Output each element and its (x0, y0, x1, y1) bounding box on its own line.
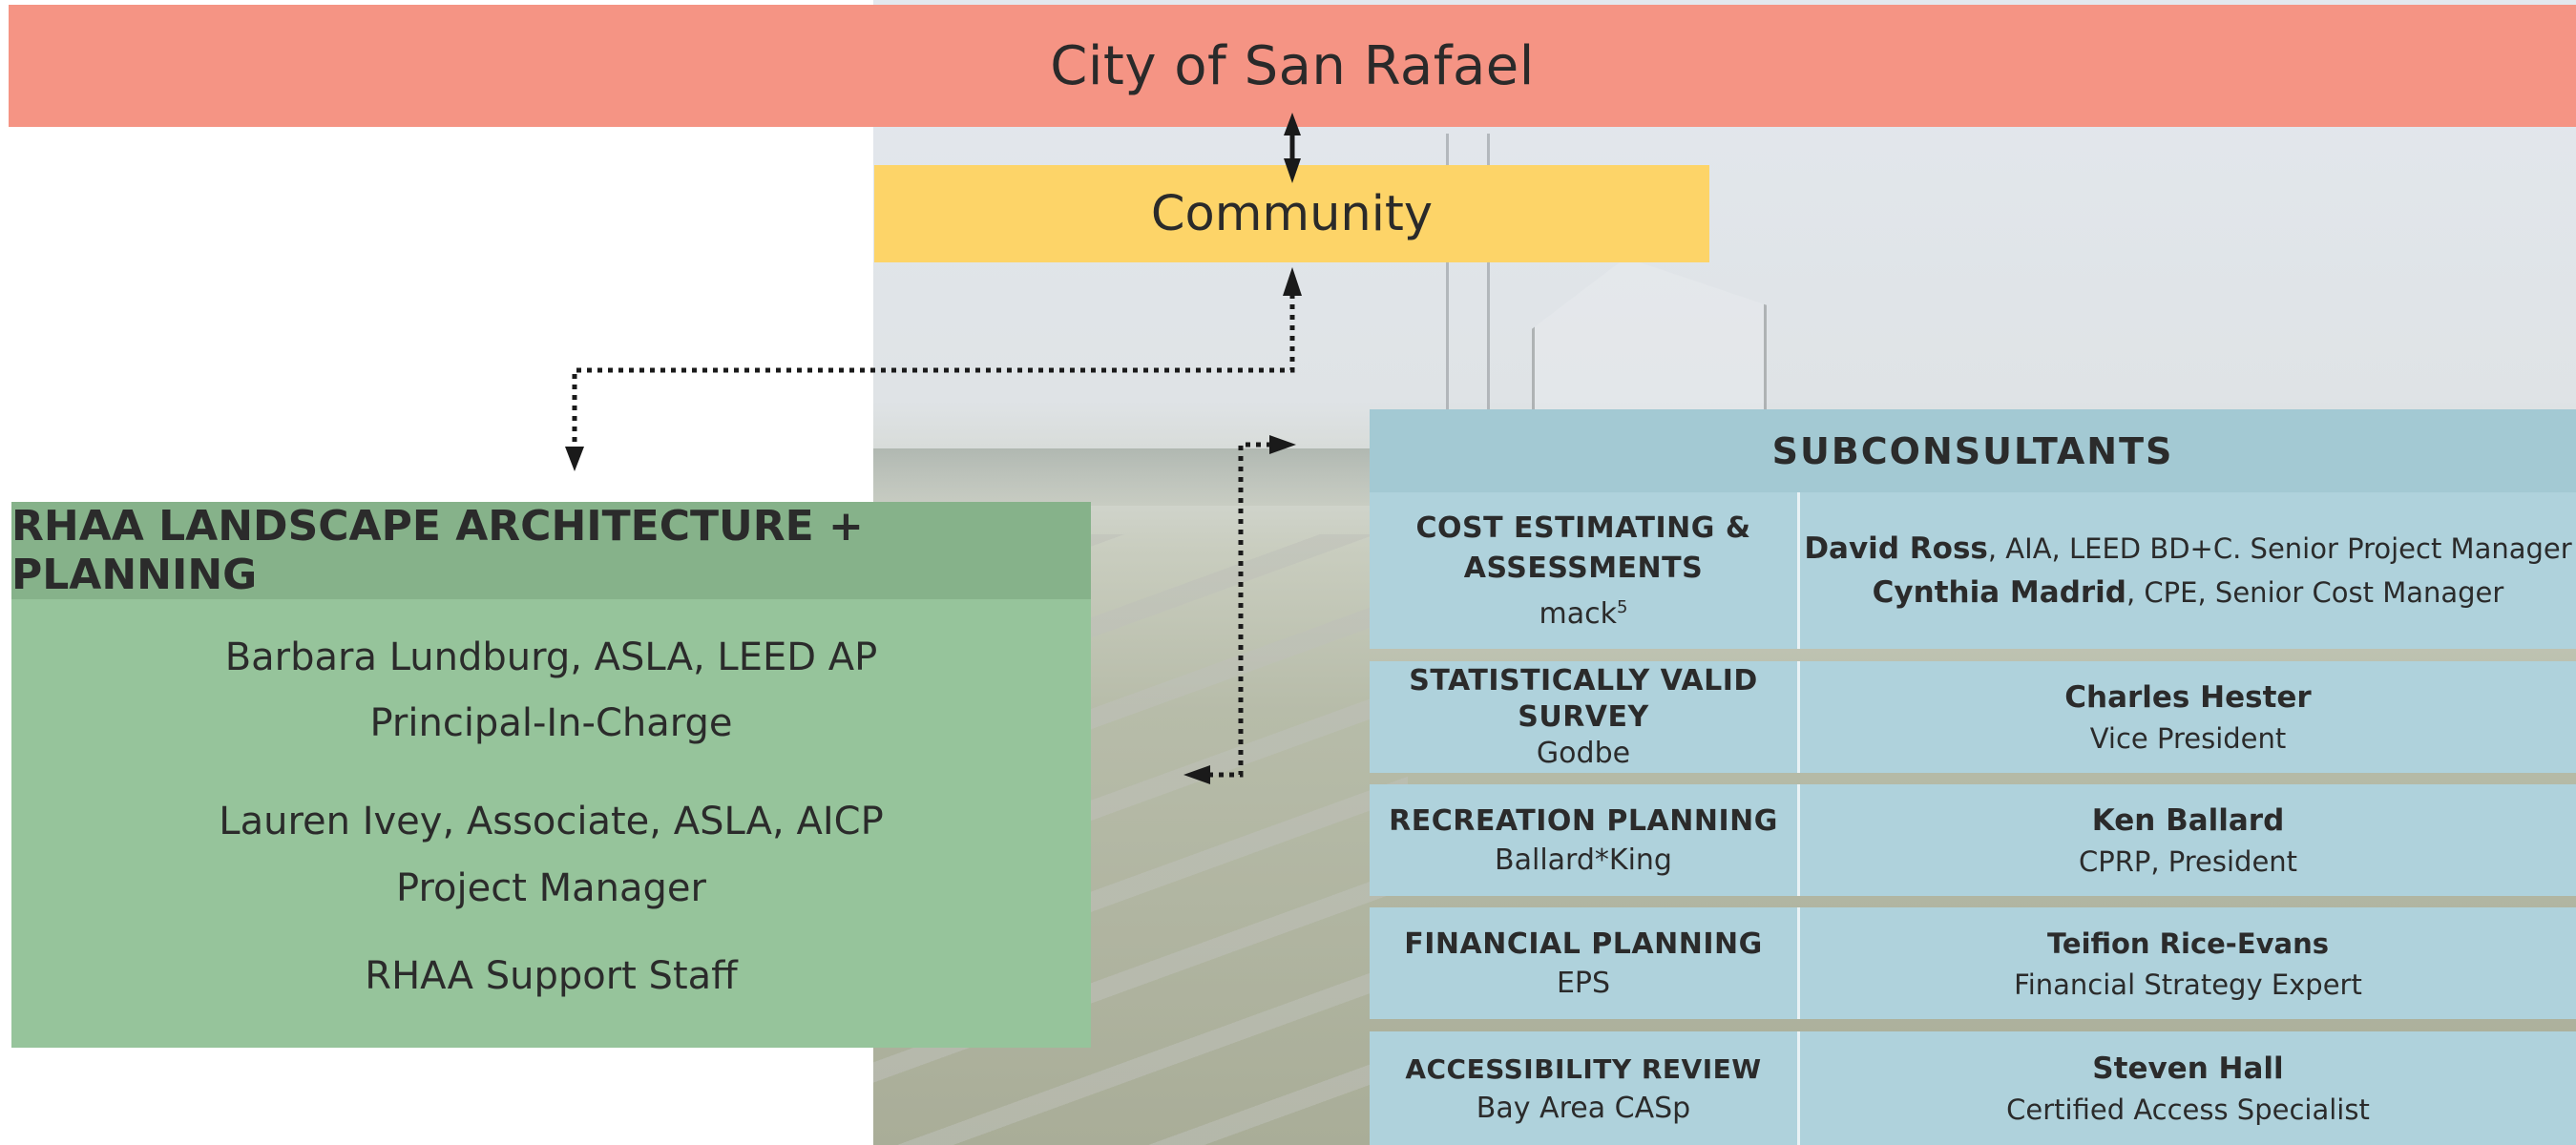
row-category-cell: FINANCIAL PLANNING EPS (1370, 907, 1797, 1019)
subconsultants-title: SUBCONSULTANTS (1771, 429, 2174, 472)
row-category: SURVEY (1518, 699, 1649, 734)
subconsultant-row-financial: FINANCIAL PLANNING EPS Teifion Rice-Evan… (1370, 907, 2576, 1019)
row-category-cell: RECREATION PLANNING Ballard*King (1370, 784, 1797, 896)
row-divider (1797, 907, 1800, 1019)
row-person-cell: David Ross, AIA, LEED BD+C. Senior Proje… (1800, 492, 2576, 649)
rhaa-support-staff: RHAA Support Staff (365, 954, 738, 998)
rhaa-header: RHAA LANDSCAPE ARCHITECTURE + PLANNING (11, 502, 1091, 599)
row-firm: Ballard*King (1495, 843, 1672, 877)
person-title: CPRP, President (2078, 844, 2298, 878)
row-firm: EPS (1556, 966, 1611, 1000)
city-banner: City of San Rafael (9, 5, 2576, 127)
person-title: Vice President (2089, 721, 2287, 755)
subconsultants-table: SUBCONSULTANTS COST ESTIMATING & ASSESSM… (1370, 409, 2576, 1145)
row-category: FINANCIAL PLANNING (1404, 926, 1763, 961)
person-name: Teifion Rice-Evans (2046, 926, 2330, 960)
row-category-cell: STATISTICALLY VALID SURVEY Godbe (1370, 661, 1797, 773)
community-rhaa-arrow (565, 267, 1302, 471)
subconsultant-row-survey: STATISTICALLY VALID SURVEY Godbe Charles… (1370, 661, 2576, 773)
person-name: Steven Hall (2092, 1051, 2284, 1086)
person-name: David Ross (1804, 531, 1988, 566)
city-community-arrow (1284, 113, 1301, 183)
row-firm-name: mack (1539, 596, 1618, 631)
row-firm: mack5 (1539, 589, 1628, 634)
rhaa-box: RHAA LANDSCAPE ARCHITECTURE + PLANNING B… (11, 502, 1091, 1048)
subconsultant-row-recreation: RECREATION PLANNING Ballard*King Ken Bal… (1370, 784, 2576, 896)
person-name: Ken Ballard (2091, 802, 2285, 838)
row-person-cell: Steven Hall Certified Access Specialist (1800, 1031, 2576, 1145)
person-title: Financial Strategy Expert (2014, 968, 2362, 1001)
row-category: ASSESSMENTS (1463, 551, 1704, 585)
row-category: ACCESSIBILITY REVIEW (1405, 1052, 1762, 1085)
rhaa-manager-name: Lauren Ivey, Associate, ASLA, AICP (219, 800, 884, 843)
row-divider (1797, 784, 1800, 896)
row-person-cell: Charles Hester Vice President (1800, 661, 2576, 773)
person-line: David Ross, AIA, LEED BD+C. Senior Proje… (1804, 527, 2571, 571)
row-divider (1797, 492, 1800, 649)
community-label: Community (1150, 185, 1434, 242)
person-detail: , AIA, LEED BD+C. Senior Project Manager (1987, 532, 2572, 565)
rhaa-subconsultants-arrow (1183, 435, 1296, 784)
rhaa-principal-name: Barbara Lundburg, ASLA, LEED AP (224, 635, 878, 679)
row-person-cell: Ken Ballard CPRP, President (1800, 784, 2576, 896)
subconsultants-header: SUBCONSULTANTS (1370, 409, 2576, 492)
background-tower (1446, 134, 1490, 420)
person-detail: , CPE, Senior Cost Manager (2126, 576, 2504, 609)
row-divider (1797, 1031, 1800, 1145)
row-category-cell: ACCESSIBILITY REVIEW Bay Area CASp (1370, 1031, 1797, 1145)
subconsultant-row-accessibility: ACCESSIBILITY REVIEW Bay Area CASp Steve… (1370, 1031, 2576, 1145)
subconsultant-row-cost: COST ESTIMATING & ASSESSMENTS mack5 Davi… (1370, 492, 2576, 649)
row-category: RECREATION PLANNING (1389, 803, 1778, 838)
row-category-cell: COST ESTIMATING & ASSESSMENTS mack5 (1370, 492, 1797, 649)
row-firm: Bay Area CASp (1476, 1091, 1691, 1125)
person-name: Charles Hester (2064, 679, 2312, 715)
rhaa-principal-role: Principal-In-Charge (369, 701, 733, 745)
city-label: City of San Rafael (1050, 34, 1535, 97)
row-category: COST ESTIMATING & (1415, 510, 1751, 545)
row-firm: Godbe (1536, 736, 1631, 770)
rhaa-title: RHAA LANDSCAPE ARCHITECTURE + PLANNING (11, 502, 864, 599)
row-divider (1797, 661, 1800, 773)
rhaa-manager-role: Project Manager (396, 866, 706, 910)
person-line: Cynthia Madrid, CPE, Senior Cost Manager (1873, 571, 2504, 614)
person-title: Certified Access Specialist (2006, 1093, 2370, 1126)
row-firm-superscript: 5 (1617, 596, 1628, 617)
row-person-cell: Teifion Rice-Evans Financial Strategy Ex… (1800, 907, 2576, 1019)
person-name: Cynthia Madrid (1872, 575, 2126, 610)
row-category: STATISTICALLY VALID (1409, 663, 1758, 697)
